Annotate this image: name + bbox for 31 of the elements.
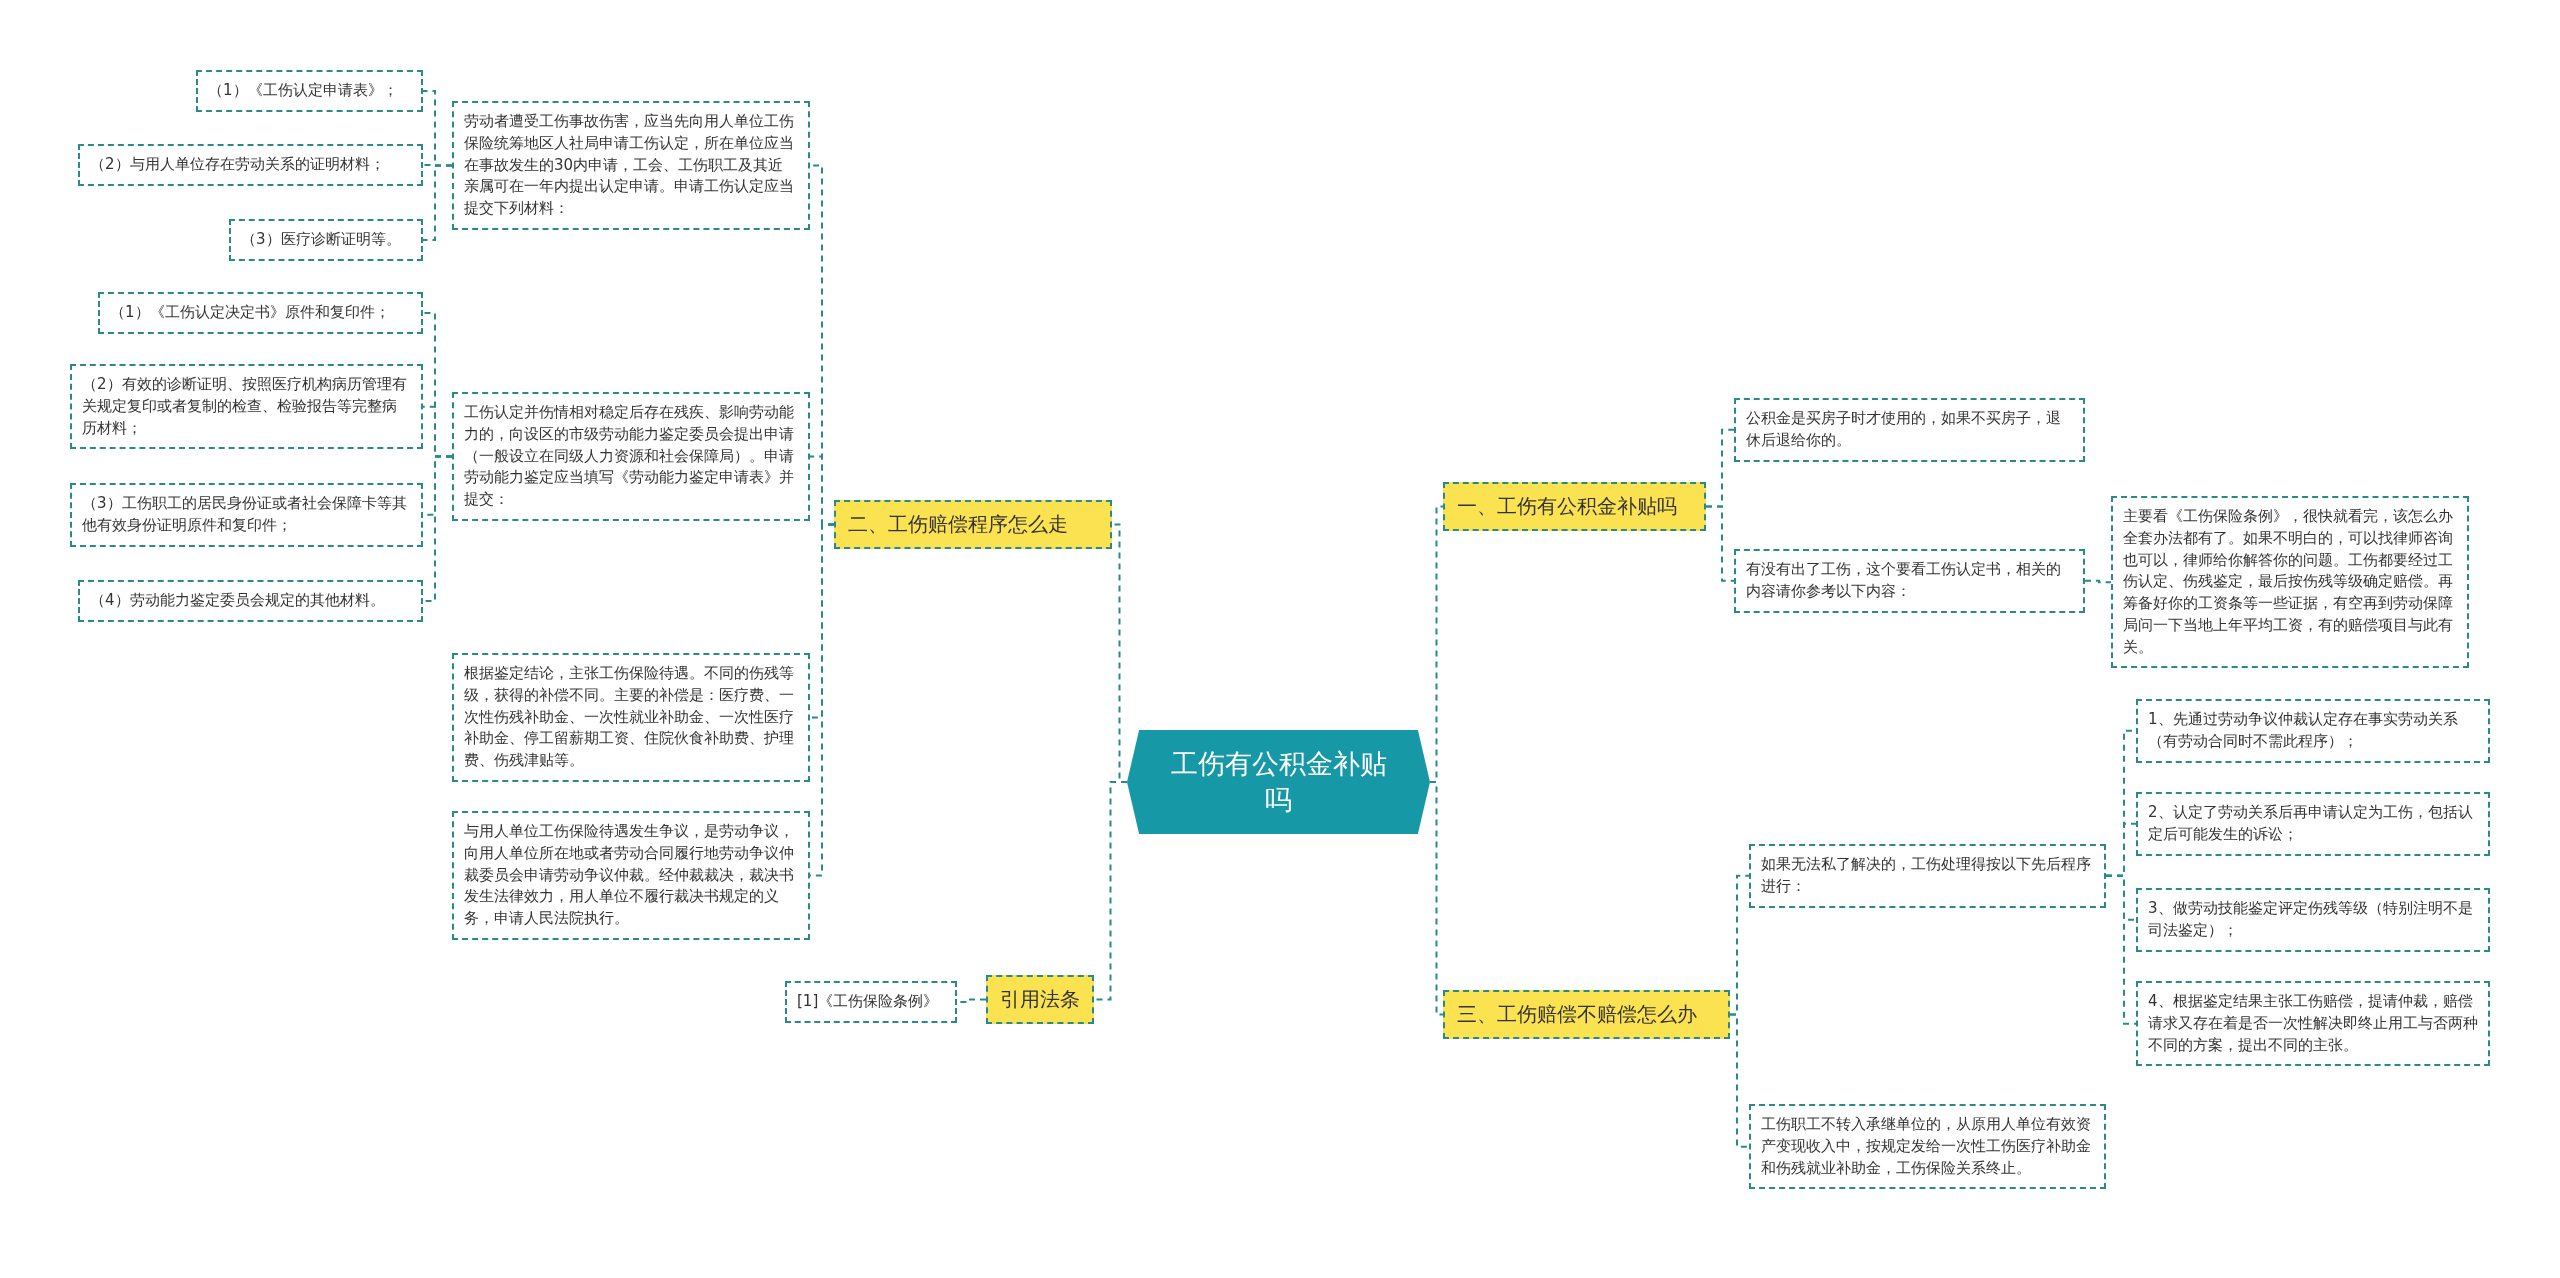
branch-topic: 引用法条 xyxy=(986,975,1094,1024)
note-box: 如果无法私了解决的，工伤处理得按以下先后程序进行： xyxy=(1749,844,2106,908)
note-box: 公积金是买房子时才使用的，如果不买房子，退休后退给你的。 xyxy=(1734,398,2085,462)
connector-line xyxy=(2084,579,2112,584)
branch-topic: 一、工伤有公积金补贴吗 xyxy=(1443,482,1706,531)
note-box: 与用人单位工伤保险待遇发生争议，是劳动争议，向用人单位所在地或者劳动合同履行地劳动争议仲裁委员会申请劳动争议仲裁。经仲裁裁决，裁决书发生法律效力，用人单位不履行裁决书规定的义务，申请人民法院执行。 xyxy=(452,811,810,940)
note-box: 3、做劳动技能鉴定评定伤残等级（特别注明不是司法鉴定）； xyxy=(2136,888,2490,952)
note-box: （3）工伤职工的居民身份证或者社会保障卡等其他有效身份证明原件和复印件； xyxy=(70,483,423,547)
note-box: 有没有出了工伤，这个要看工伤认定书，相关的内容请你参考以下内容： xyxy=(1734,549,2085,613)
connector-line xyxy=(2105,874,2137,1025)
note-box: 根据鉴定结论，主张工伤保险待遇。不同的伤残等级，获得的补偿不同。主要的补偿是：医疗费、一次性伤残补助金、一次性就业补助金、一次性医疗补助金、停工留薪期工资、住院伙食补助费、护理费、伤残津贴等。 xyxy=(452,653,810,782)
note-box: 1、先通过劳动争议仲裁认定存在事实劳动关系（有劳动合同时不需此程序）； xyxy=(2136,699,2490,763)
note-box: 主要看《工伤保险条例》，很快就看完，该怎么办全套办法都有了。如果不明白的，可以找律师咨询也可以，律师给你解答你的问题。工伤都要经过工伤认定、伤残鉴定，最后按伤残等级确定赔偿。再筹备好你的工资条等一些证据，有空再到劳动保障局问一下当地上年平均工资，有的赔偿项目与此有关。 xyxy=(2111,496,2469,669)
note-box: [1]《工伤保险条例》 xyxy=(785,981,957,1023)
connector-line xyxy=(422,164,453,241)
branch-topic: 三、工伤赔偿不赔偿怎么办 xyxy=(1443,990,1730,1039)
note-box: （3）医疗诊断证明等。 xyxy=(229,219,423,261)
note-box: （2）与用人单位存在劳动关系的证明材料； xyxy=(78,144,423,186)
branch-topic: 二、工伤赔偿程序怎么走 xyxy=(834,500,1112,549)
connector-line xyxy=(1705,505,1735,582)
note-box: 2、认定了劳动关系后再申请认定为工伤，包括认定后可能发生的诉讼； xyxy=(2136,792,2490,856)
connector-line xyxy=(1729,1013,1750,1148)
note-box: （4）劳动能力鉴定委员会规定的其他材料。 xyxy=(78,580,423,622)
note-box: 工伤职工不转入承继单位的，从原用人单位有效资产变现收入中，按规定发给一次性工伤医疗补助金和伤残就业补助金，工伤保险关系终止。 xyxy=(1749,1104,2106,1190)
note-box: 工伤认定并伤情相对稳定后存在残疾、影响劳动能力的，向设区的市级劳动能力鉴定委员会提出申请（一般设立在同级人力资源和社会保障局）。申请劳动能力鉴定应当填写《劳动能力鉴定申请表》并提交： xyxy=(452,392,810,521)
note-box: 4、根据鉴定结果主张工伤赔偿，提请仲裁，赔偿请求又存在着是否一次性解决即终止用工与否两种不同的方案，提出不同的主张。 xyxy=(2136,981,2490,1067)
note-box: 劳动者遭受工伤事故伤害，应当先向用人单位工伤保险统筹地区人社局申请工伤认定，所在单位应当在事故发生的30内申请，工会、工伤职工及其近亲属可在一年内提出认定申请。申请工伤认定应当提交下列材料： xyxy=(452,101,810,230)
note-box: （1）《工伤认定决定书》原件和复印件； xyxy=(98,292,423,334)
connector-line xyxy=(1429,781,1444,1016)
note-box: （1）《工伤认定申请表》； xyxy=(196,70,423,112)
note-box: （2）有效的诊断证明、按照医疗机构病历管理有关规定复印或者复制的检查、检验报告等完整病历材料； xyxy=(70,364,423,450)
